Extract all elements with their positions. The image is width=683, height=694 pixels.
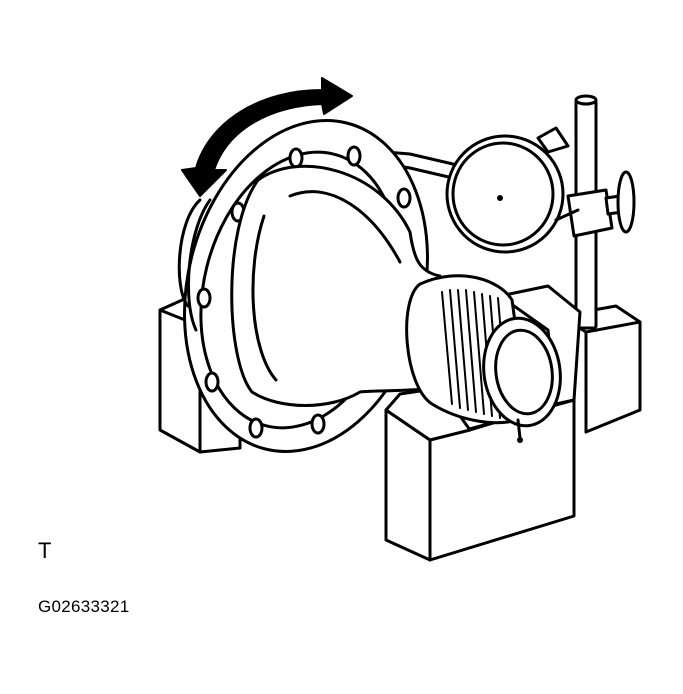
flange-bolt-holes [196,145,412,439]
view-label: T [38,538,52,563]
magnetic-base-stand [558,94,642,434]
dial-indicator [358,126,580,254]
figure-code: G02633321 [38,597,130,616]
rotation-arrow [181,77,353,197]
right-v-block [384,284,582,562]
splined-end [405,274,562,443]
